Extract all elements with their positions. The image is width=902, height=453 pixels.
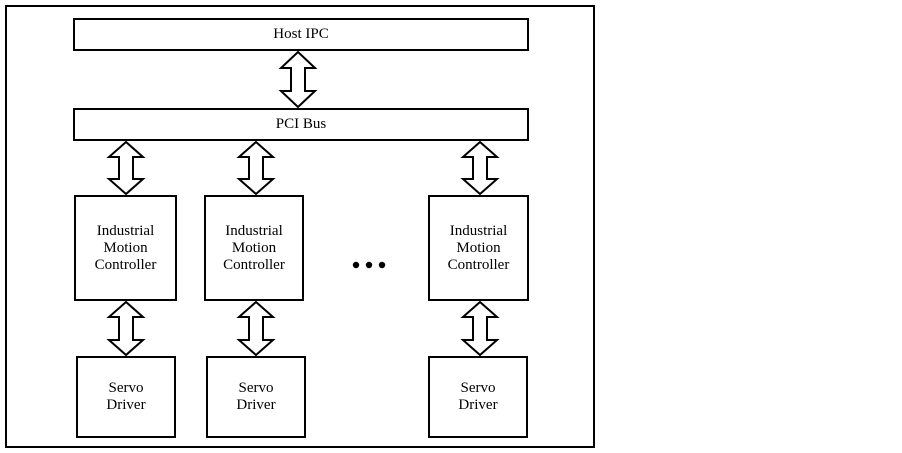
servo-driver-2-line-1: Servo [238, 380, 274, 396]
controller-box-2: Industrial Motion Controller [204, 195, 304, 301]
arrow-controller-2-to-driver-icon [236, 301, 276, 356]
controller-box-1: Industrial Motion Controller [74, 195, 177, 301]
servo-driver-1-line-2: Driver [106, 397, 146, 413]
controller-3-line-1: Industrial [449, 222, 508, 239]
ellipsis-icon [350, 258, 390, 270]
diagram-frame [5, 5, 595, 448]
controller-2-line-1: Industrial [225, 222, 283, 239]
servo-driver-box-1: Servo Driver [76, 356, 176, 438]
servo-driver-2-line-2: Driver [236, 397, 276, 413]
servo-driver-box-2: Servo Driver [206, 356, 306, 438]
arrow-pci-to-controller-3-icon [460, 141, 500, 195]
controller-3-line-2: Motion [456, 239, 501, 256]
controller-box-3: Industrial Motion Controller [428, 195, 529, 301]
controller-1-line-1: Industrial [96, 222, 155, 239]
pci-bus-label: PCI Bus [275, 116, 327, 132]
controller-1-line-3: Controller [94, 256, 157, 273]
host-ipc-label: Host IPC [273, 26, 329, 42]
host-ipc-box: Host IPC [73, 18, 529, 51]
arrow-pci-to-controller-1-icon [106, 141, 146, 195]
controller-2-line-2: Motion [231, 239, 277, 256]
servo-driver-3-line-1: Servo [460, 380, 496, 396]
arrow-pci-to-controller-2-icon [236, 141, 276, 195]
controller-1-line-2: Motion [103, 239, 148, 256]
servo-driver-box-3: Servo Driver [428, 356, 528, 438]
arrow-host-to-pci-icon [278, 51, 318, 108]
arrow-controller-3-to-driver-icon [460, 301, 500, 356]
pci-bus-box: PCI Bus [73, 108, 529, 141]
servo-driver-3-line-2: Driver [458, 397, 498, 413]
servo-driver-1-line-1: Servo [108, 380, 144, 396]
controller-3-line-3: Controller [447, 256, 510, 273]
controller-2-line-3: Controller [223, 256, 285, 273]
arrow-controller-1-to-driver-icon [106, 301, 146, 356]
